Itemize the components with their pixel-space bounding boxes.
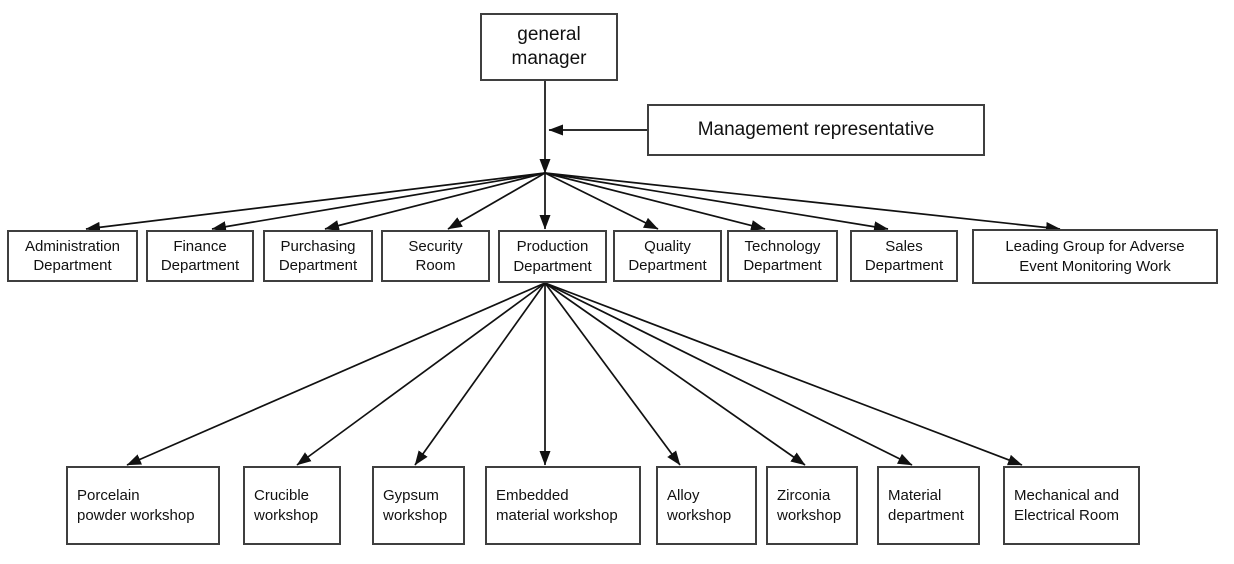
node-label: Department [513,257,592,275]
node-finance-department: Finance Department [146,230,254,282]
node-label: Purchasing [280,237,356,255]
node-label: Sales [885,237,923,255]
node-label: workshop [777,506,842,524]
connector-hub-technology [544,172,766,231]
node-label: workshop [383,506,448,524]
node-quality-department: Quality Department [613,230,722,282]
node-technology-department: Technology Department [727,230,838,282]
connector-prod-crucible [296,282,546,466]
node-adverse-event-monitoring-group: Leading Group for Adverse Event Monitori… [972,229,1218,284]
node-label: Material [888,487,942,505]
node-label: Department [160,257,240,274]
node-label: Mechanical and [1014,487,1120,505]
node-label: Zirconia [777,487,831,505]
connector-hub-purchasing [324,172,546,231]
node-general-manager: general manager [480,13,618,81]
node-alloy-workshop: Alloy workshop [656,466,757,545]
connector-hub-leading-group [544,172,1061,233]
node-label: Administration [24,237,121,255]
node-label: Gypsum [383,487,439,505]
node-label: Department [278,257,358,274]
node-label: Security [408,237,463,255]
node-production-department: Production Department [498,230,607,283]
node-label: Room [415,257,456,274]
node-label: Management representative [697,118,935,140]
node-label: general [517,23,581,45]
node-embedded-material-workshop: Embedded material workshop [485,466,641,545]
node-label: Embedded [496,487,569,505]
connector-hub-finance [211,172,546,233]
connector-prod-material [544,282,913,466]
node-purchasing-department: Purchasing Department [263,230,373,282]
node-label: Technology [744,237,821,255]
node-label: manager [511,48,587,69]
node-label: Event Monitoring Work [1019,257,1171,275]
node-porcelain-powder-workshop: Porcelain powder workshop [66,466,220,545]
node-label: Electrical Room [1014,506,1120,524]
node-label: Porcelain [77,487,140,505]
node-sales-department: Sales Department [850,230,958,282]
node-label: Alloy [667,487,700,505]
node-label: Finance [173,237,227,255]
connector-prod-alloy [544,282,681,466]
connector-prod-zirconia [544,282,806,466]
node-label: Leading Group for Adverse [1005,238,1185,256]
connector-prod-mechanical [544,282,1023,466]
node-label: department [888,506,964,524]
node-label: workshop [254,506,319,524]
node-label: Production [516,238,589,256]
connector-hub-security [447,172,546,230]
node-crucible-workshop: Crucible workshop [243,466,341,545]
node-management-representative: Management representative [647,104,985,156]
node-label: Department [864,257,944,274]
node-zirconia-workshop: Zirconia workshop [766,466,858,545]
node-administration-department: Administration Department [7,230,138,282]
node-label: workshop [667,506,732,524]
node-label: Quality [644,237,691,255]
node-label: Department [743,257,822,274]
connector-prod-porcelain [126,282,546,466]
node-label: Department [628,257,707,274]
node-material-department: Material department [877,466,980,545]
node-label: material workshop [496,506,618,524]
connector-prod-gypsum [414,282,546,466]
node-mechanical-electrical-room: Mechanical and Electrical Room [1003,466,1140,545]
node-gypsum-workshop: Gypsum workshop [372,466,465,545]
connector-hub-quality [544,172,659,230]
node-security-room: Security Room [381,230,490,282]
node-label: Crucible [254,487,310,505]
connector-hub-administration [85,172,546,233]
node-label: Department [33,257,112,274]
connector-hub-sales [544,172,889,233]
node-label: powder workshop [77,506,195,524]
